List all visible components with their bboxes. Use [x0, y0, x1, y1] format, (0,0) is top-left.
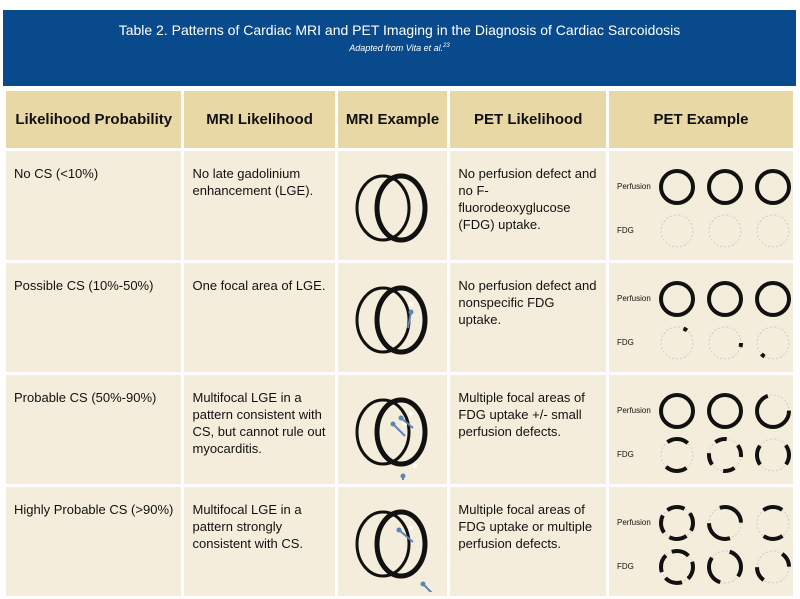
pet-ring-icon	[659, 168, 695, 205]
perfusion-label: Perfusion	[617, 294, 651, 303]
pet-ring-icon	[755, 548, 791, 585]
fdg-label: FDG	[617, 562, 634, 571]
perfusion-row: Perfusion	[617, 391, 793, 431]
pet-ring-icon	[708, 214, 742, 247]
mri-heart-icon	[355, 509, 432, 592]
pet-example-cell: Perfusion FDG	[606, 372, 796, 487]
perfusion-label: Perfusion	[617, 406, 651, 415]
fdg-label: FDG	[617, 226, 634, 235]
subtitle-ref: 23	[443, 43, 450, 49]
pet-ring-icon	[707, 392, 743, 429]
pet-ring-icon	[659, 436, 695, 473]
likelihood-cell: Highly Probable CS (>90%)	[2, 484, 185, 599]
pet-example-cell: Perfusion FDG	[606, 484, 796, 599]
table-row: No CS (<10%) No late gadolinium enhancem…	[2, 148, 796, 263]
pet-ring-icon	[755, 392, 791, 429]
fdg-row: FDG	[617, 547, 793, 587]
mri-likelihood-cell: No late gadolinium enhancement (LGE).	[181, 148, 338, 263]
mri-heart-icon	[355, 397, 427, 480]
pet-ring-icon	[659, 324, 695, 361]
pet-ring-icon	[755, 280, 791, 317]
fdg-row: FDG	[617, 323, 793, 363]
pet-ring-icon	[756, 214, 790, 247]
pet-ring-icon	[707, 504, 743, 541]
fdg-label: FDG	[617, 338, 634, 347]
perfusion-row: Perfusion	[617, 167, 793, 207]
mri-heart-icon	[355, 173, 427, 242]
title-prefix: Table 2.	[118, 22, 168, 38]
header-pet-likelihood: PET Likelihood	[447, 88, 609, 151]
table-row: Possible CS (10%-50%) One focal area of …	[2, 260, 796, 375]
cardiac-imaging-table: Likelihood Probability MRI Likelihood MR…	[2, 88, 796, 599]
mri-likelihood-cell: One focal area of LGE.	[181, 260, 338, 375]
pet-likelihood-cell: Multiple focal areas of FDG uptake or mu…	[447, 484, 609, 599]
perfusion-label: Perfusion	[617, 518, 651, 527]
table-subtitle: Adapted from Vita et al.23	[3, 43, 796, 53]
pet-ring-icon	[659, 504, 695, 541]
pet-ring-icon	[660, 214, 694, 247]
pet-example-cell: Perfusion FDG	[606, 260, 796, 375]
pet-ring-icon	[659, 280, 695, 317]
mri-example-cell	[334, 484, 451, 599]
pet-ring-icon	[707, 548, 743, 585]
header-pet-example: PET Example	[606, 88, 796, 151]
header-mri-likelihood: MRI Likelihood	[181, 88, 338, 151]
pet-ring-icon	[659, 548, 695, 585]
header-mri-example: MRI Example	[334, 88, 451, 151]
mri-example-cell	[334, 148, 451, 263]
pet-likelihood-cell: No perfusion defect and no F-fluorodeoxy…	[447, 148, 609, 263]
pet-ring-icon	[707, 168, 743, 205]
perfusion-row: Perfusion	[617, 503, 793, 543]
likelihood-cell: Possible CS (10%-50%)	[2, 260, 185, 375]
table-row: Probable CS (50%-90%) Multifocal LGE in …	[2, 372, 796, 487]
table-title-banner: Table 2. Patterns of Cardiac MRI and PET…	[3, 10, 796, 86]
title-main: Patterns of Cardiac MRI and PET Imaging …	[167, 22, 681, 38]
fdg-row: FDG	[617, 435, 793, 475]
table-row: Highly Probable CS (>90%) Multifocal LGE…	[2, 484, 796, 599]
pet-ring-icon	[755, 324, 791, 361]
likelihood-cell: Probable CS (50%-90%)	[2, 372, 185, 487]
fdg-label: FDG	[617, 450, 634, 459]
perfusion-row: Perfusion	[617, 279, 793, 319]
mri-likelihood-cell: Multifocal LGE in a pattern strongly con…	[181, 484, 338, 599]
pet-likelihood-cell: No perfusion defect and nonspecific FDG …	[447, 260, 609, 375]
mri-example-cell	[334, 372, 451, 487]
pet-ring-icon	[755, 504, 791, 541]
likelihood-cell: No CS (<10%)	[2, 148, 185, 263]
pet-ring-icon	[707, 324, 743, 361]
table-title: Table 2. Patterns of Cardiac MRI and PET…	[3, 22, 796, 38]
perfusion-label: Perfusion	[617, 182, 651, 191]
subtitle-text: Adapted from Vita et al.	[349, 43, 444, 53]
pet-ring-icon	[755, 168, 791, 205]
pet-ring-icon	[755, 436, 791, 473]
pet-ring-icon	[707, 436, 743, 473]
mri-likelihood-cell: Multifocal LGE in a pattern consistent w…	[181, 372, 338, 487]
pet-ring-icon	[659, 392, 695, 429]
pet-likelihood-cell: Multiple focal areas of FDG uptake +/- s…	[447, 372, 609, 487]
mri-example-cell	[334, 260, 451, 375]
pet-ring-icon	[707, 280, 743, 317]
header-likelihood: Likelihood Probability	[2, 88, 185, 151]
fdg-row: FDG	[617, 211, 793, 251]
pet-example-cell: Perfusion FDG	[606, 148, 796, 263]
mri-heart-icon	[355, 285, 427, 354]
